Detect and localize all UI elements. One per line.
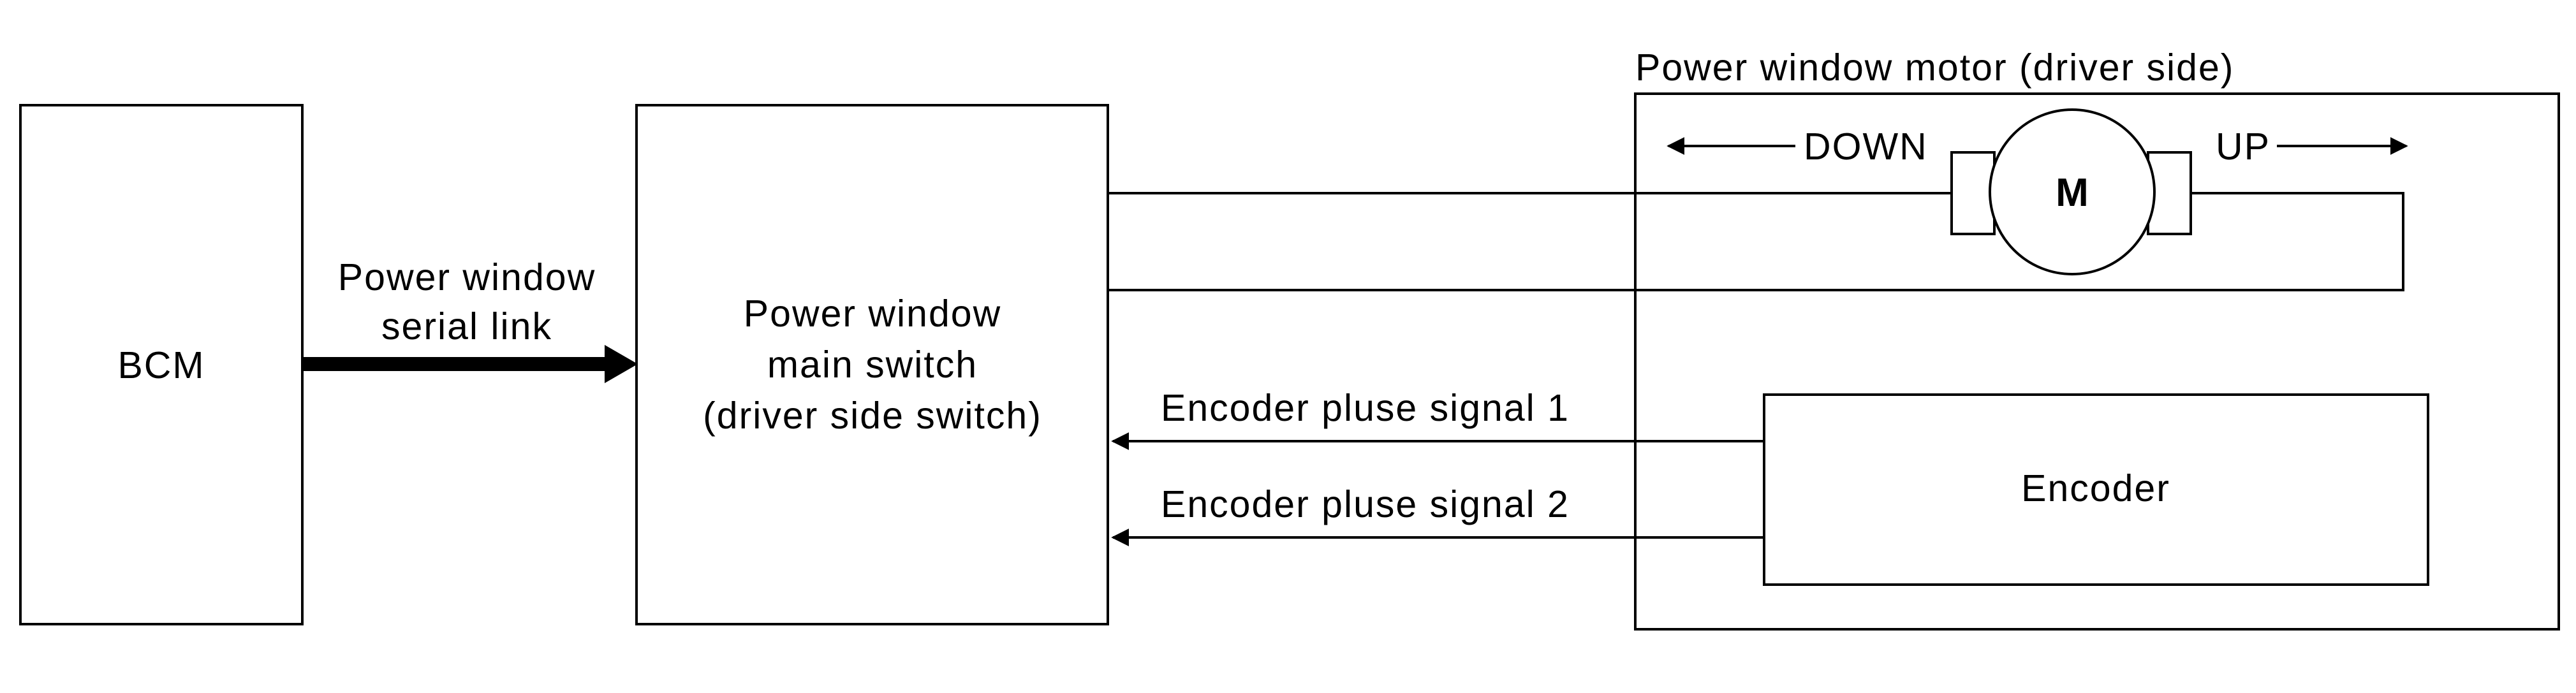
serial-link-label-line1: Power window [338, 256, 596, 298]
encoder-signal-1-label: Encoder pluse signal 1 [1161, 387, 1570, 429]
up-label: UP [2216, 126, 2271, 168]
motor-wires [1108, 192, 2404, 291]
motor-wire-lower [1108, 192, 2404, 291]
encoder-box [1763, 393, 2429, 586]
serial-link-label-line2: serial link [381, 305, 552, 347]
serial-link-arrowhead [605, 345, 638, 383]
motor-symbol: M [1950, 108, 2192, 275]
bcm-block: BCM [19, 104, 304, 625]
motor-letter: M [2056, 171, 2089, 215]
serial-link-connection: Power window serial link [302, 256, 638, 383]
bcm-label: BCM [117, 344, 205, 386]
motor-unit-box [1634, 92, 2560, 631]
motor-unit-title: Power window motor (driver side) [1635, 47, 2234, 89]
main-switch-label-line1: Power window [744, 293, 1001, 335]
motor-unit-block: Power window motor (driver side) [1634, 47, 2560, 631]
motor-circle [1989, 108, 2156, 275]
motor-direction-indicators: DOWN UP [1667, 126, 2408, 168]
encoder-signal-2-label: Encoder pluse signal 2 [1161, 483, 1570, 525]
encoder-signals: Encoder pluse signal 1 Encoder pluse sig… [1111, 387, 1764, 546]
encoder-block: Encoder [1763, 393, 2429, 586]
encoder-label: Encoder [2021, 467, 2170, 509]
main-switch-box [635, 104, 1109, 625]
motor-brush-left [1950, 151, 1996, 235]
main-switch-label-line2: main switch [767, 344, 978, 386]
main-switch-label-line3: (driver side switch) [703, 395, 1042, 437]
main-switch-block: Power window main switch (driver side sw… [635, 104, 1109, 625]
down-label: DOWN [1804, 126, 1928, 168]
